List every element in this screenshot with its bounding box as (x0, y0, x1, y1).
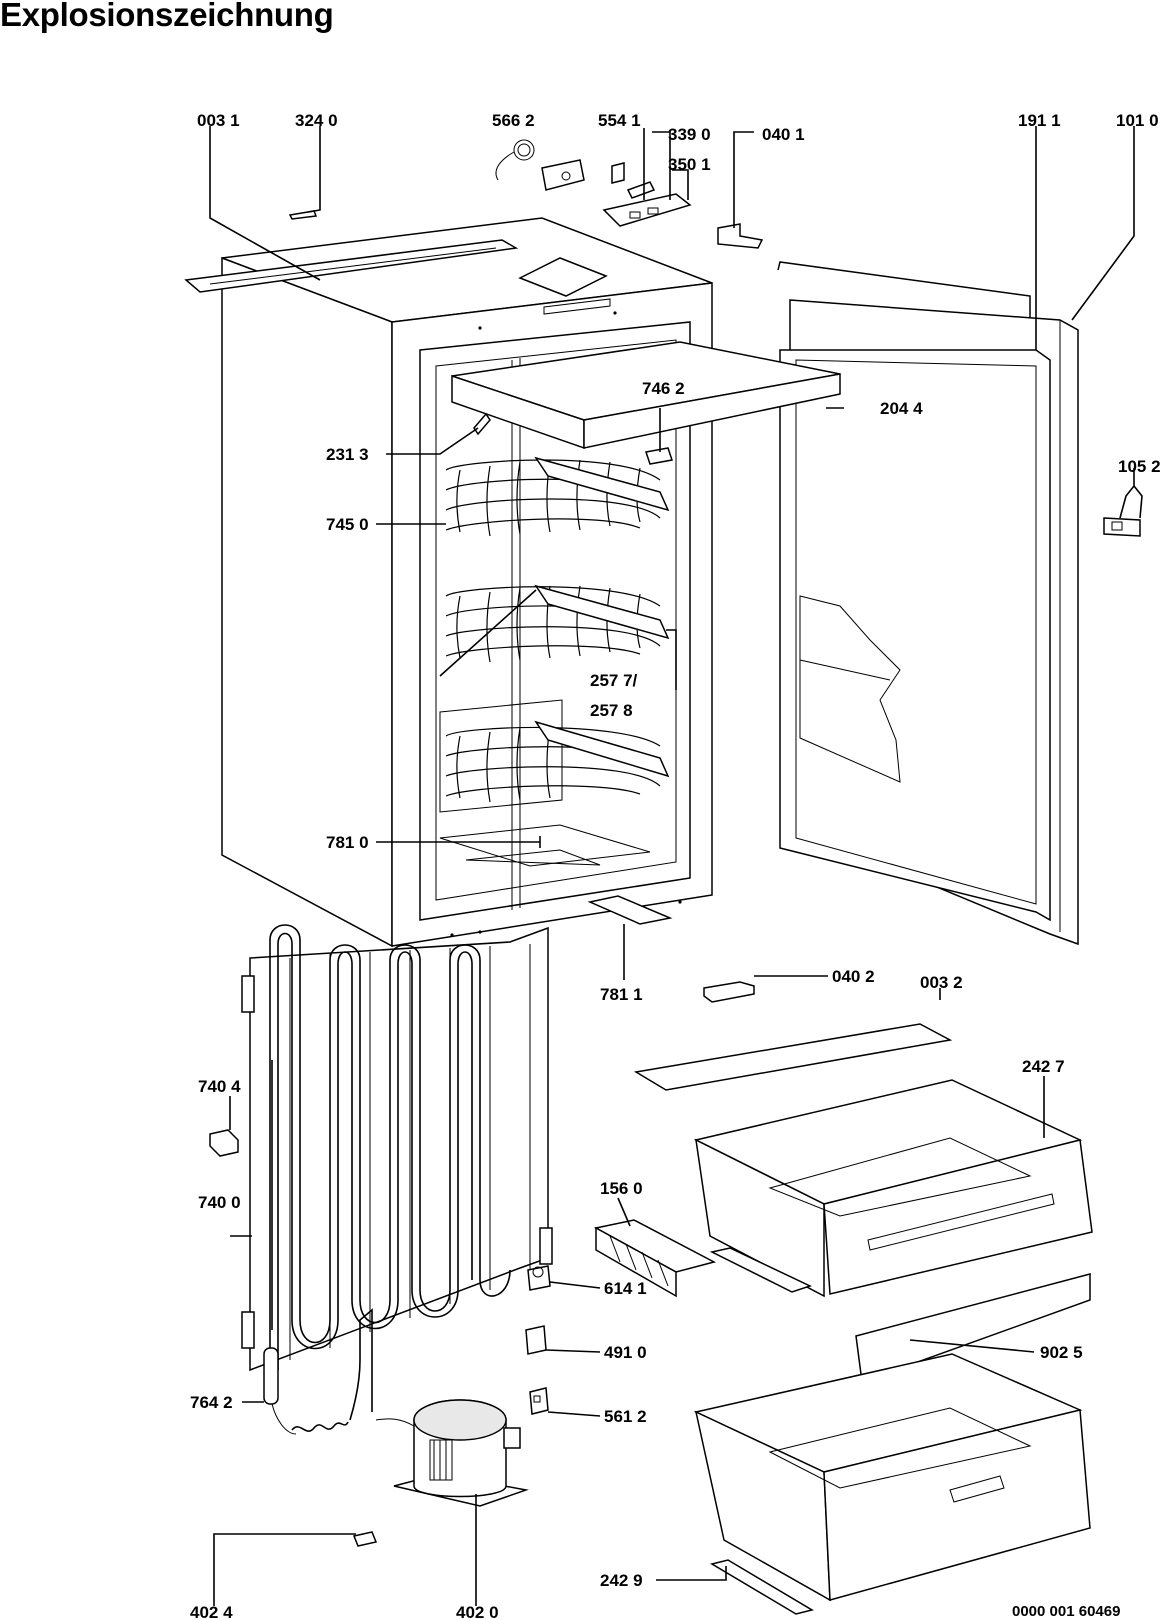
compressor (375, 1399, 529, 1507)
label-3240: 324 0 (295, 111, 338, 130)
label-5541: 554 1 (598, 111, 641, 130)
document-number: 0000 001 60469 (1012, 1603, 1120, 1620)
label-0031: 003 1 (197, 111, 240, 130)
top-rail (184, 239, 519, 293)
label-2578: 257 8 (590, 701, 633, 720)
label-7810: 781 0 (326, 833, 369, 852)
thermostat (495, 139, 585, 191)
strip-clip (288, 210, 318, 220)
part-labels: 003 1 324 0 566 2 554 1 339 0 040 1 350 … (190, 111, 1161, 1620)
lamp-cover (473, 412, 491, 436)
hinge-bottom (703, 981, 755, 1003)
dryer-filter (263, 1308, 373, 1435)
label-0402: 040 2 (832, 967, 875, 986)
lamp-housing (602, 162, 692, 227)
lower-drawer (693, 1353, 1091, 1602)
label-7811: 781 1 (600, 985, 643, 1004)
label-3390: 339 0 (668, 125, 711, 144)
page-title: Explosionszeichnung (0, 0, 334, 33)
label-9025: 902 5 (1040, 1343, 1083, 1362)
fridge-cabinet (221, 217, 713, 948)
label-3501: 350 1 (668, 155, 711, 174)
door-assembly (777, 261, 1141, 946)
label-4024: 402 4 (190, 1603, 233, 1620)
label-6141: 614 1 (604, 1279, 647, 1298)
leader-lines (209, 126, 1143, 1606)
label-7404: 740 4 (198, 1077, 241, 1096)
label-2429: 242 9 (600, 1571, 643, 1590)
label-1560: 156 0 (600, 1179, 643, 1198)
wire-shelves (445, 456, 670, 803)
crisper-drawer (693, 1079, 1093, 1298)
bottom-guide (587, 895, 673, 925)
label-4910: 491 0 (604, 1343, 647, 1362)
condenser (241, 924, 553, 1372)
label-1010: 101 0 (1116, 111, 1159, 130)
label-5662: 566 2 (492, 111, 535, 130)
cover-strip (855, 1273, 1091, 1384)
label-7462: 746 2 (642, 379, 685, 398)
egg-tray (593, 1219, 717, 1298)
label-4020: 402 0 (456, 1603, 499, 1620)
label-2313: 231 3 (326, 445, 369, 464)
label-7450: 745 0 (326, 515, 369, 534)
label-1911: 191 1 (1018, 111, 1061, 130)
label-2427: 242 7 (1022, 1057, 1065, 1076)
compressor-clip (352, 1531, 378, 1547)
electrical-parts (525, 1265, 551, 1415)
drawer-runner (710, 1559, 814, 1615)
label-7400: 740 0 (198, 1193, 241, 1212)
bottom-rail (633, 1023, 953, 1091)
label-0032: 003 2 (920, 973, 963, 992)
label-5612: 561 2 (604, 1407, 647, 1426)
hinge-top (717, 223, 764, 249)
glass-shelf (451, 341, 841, 450)
drawer-rail (709, 1247, 813, 1293)
clip-block (209, 1129, 239, 1157)
label-0401: 040 1 (762, 125, 805, 144)
label-7642: 764 2 (190, 1393, 233, 1412)
label-1052: 105 2 (1118, 457, 1161, 476)
label-2044: 204 4 (880, 399, 923, 418)
label-2577: 257 7/ (590, 671, 638, 690)
